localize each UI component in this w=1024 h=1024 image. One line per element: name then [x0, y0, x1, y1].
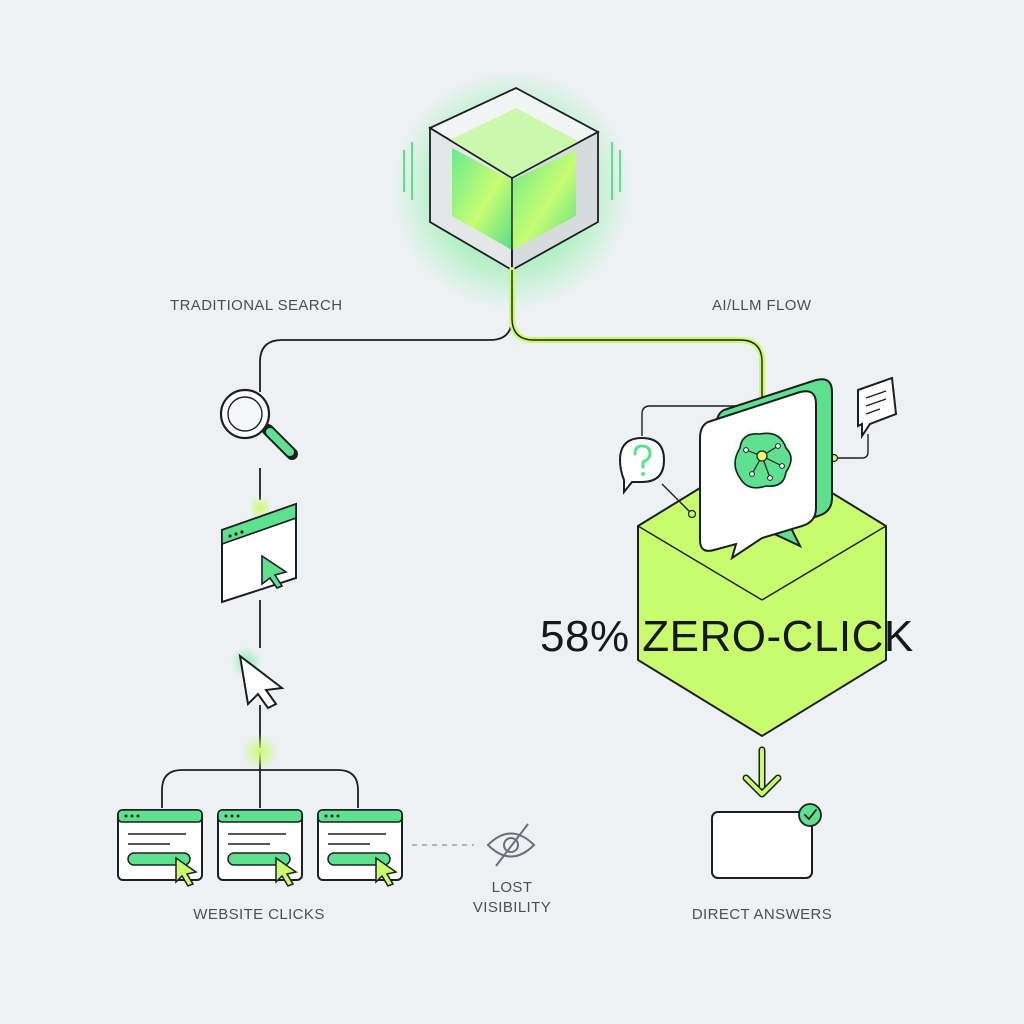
website-clicks-label: WEBSITE CLICKS — [193, 906, 325, 923]
magnifier-icon — [219, 388, 298, 460]
lost-visibility-label-line-2: VISIBILITY — [472, 899, 552, 916]
question-bubble-icon — [618, 436, 666, 495]
direct-answers-label: DIRECT ANSWERS — [691, 906, 833, 923]
ai-llm-flow-label: AI/LLM FLOW — [712, 297, 812, 314]
lost-visibility-label-line-1: LOST — [491, 879, 533, 896]
zero-click-headline: 58% ZERO-CLICK — [540, 612, 914, 661]
chat-bubble-brain-icon — [699, 378, 833, 561]
ai-connector-lines — [641, 405, 869, 513]
mouse-pointer-icon — [230, 646, 285, 710]
eye-slash-icon — [486, 823, 536, 867]
website-card-3 — [317, 809, 403, 887]
answer-card-check-icon — [711, 803, 822, 879]
traditional-branch-line — [161, 270, 513, 808]
message-bubble-icon — [857, 376, 898, 440]
glowing-cube-icon — [392, 70, 632, 310]
traditional-search-label: TRADITIONAL SEARCH — [170, 297, 343, 314]
browser-window-cursor-icon — [221, 496, 297, 604]
ai-branch-line — [509, 267, 765, 407]
website-card-1 — [117, 809, 203, 887]
split-node — [242, 734, 278, 770]
down-arrow-icon — [742, 746, 782, 798]
website-card-2 — [217, 809, 303, 887]
